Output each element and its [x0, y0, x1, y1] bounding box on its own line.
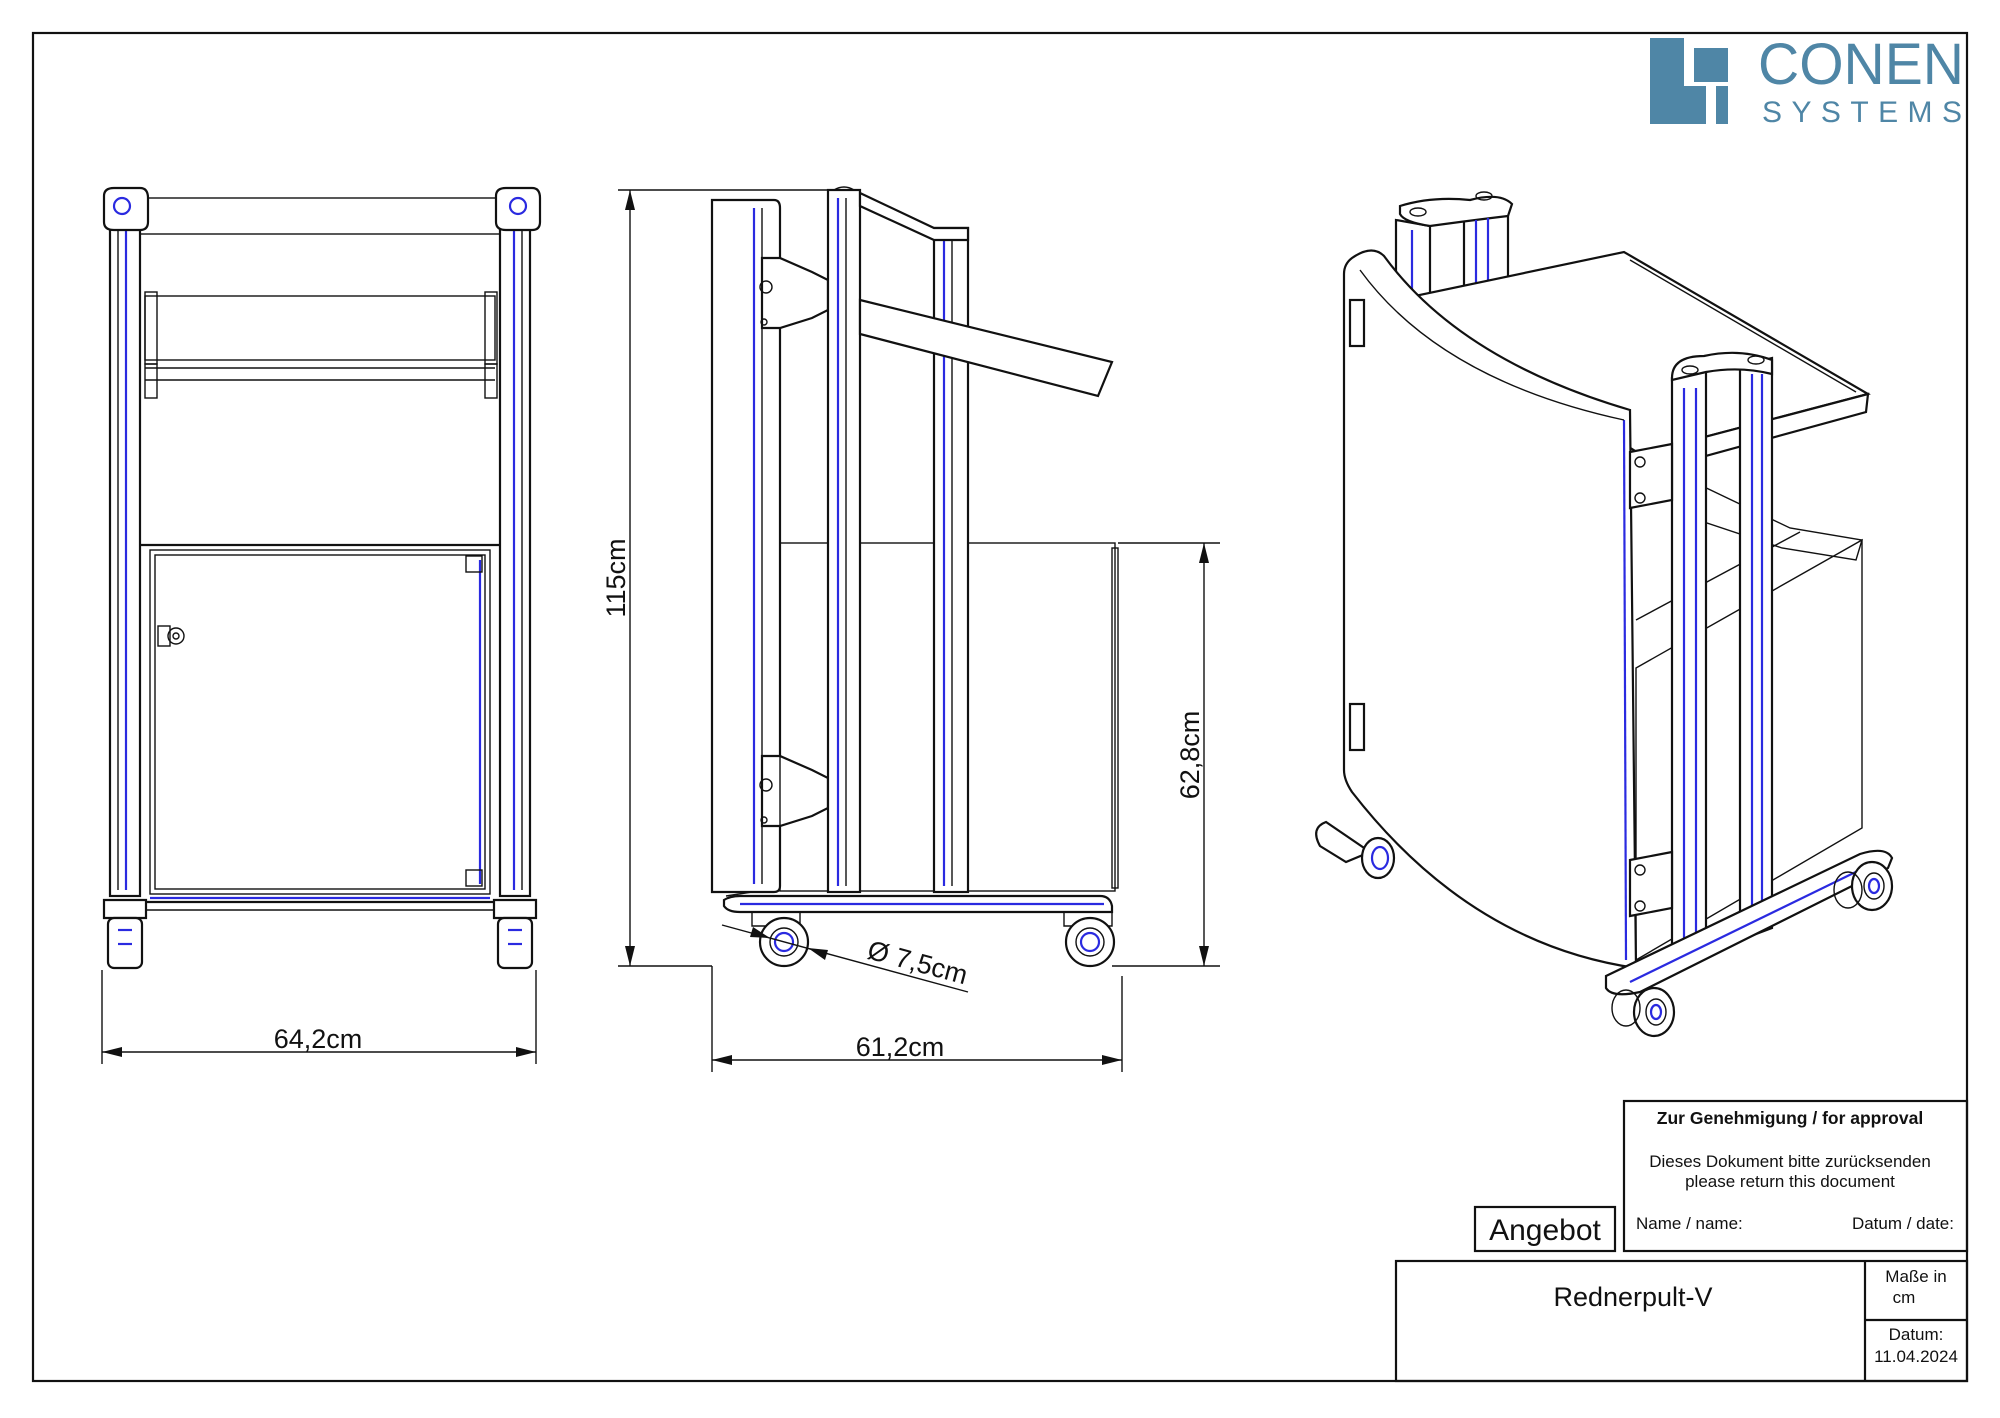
wheel-diameter-dimension: Ø 7,5cm	[721, 924, 971, 993]
date-label: Datum / date:	[1852, 1214, 1954, 1233]
cabinet-height-dimension: 62,8cm	[1112, 542, 1220, 967]
side-width-dimension: 61,2cm	[711, 966, 1123, 1072]
return-text-en: please return this document	[1685, 1172, 1895, 1191]
name-label: Name / name:	[1636, 1214, 1743, 1233]
total-height-label: 115cm	[601, 538, 631, 617]
date-value: 11.04.2024	[1874, 1347, 1958, 1366]
isometric-view	[1315, 191, 1894, 1038]
side-desk-top	[858, 298, 1114, 398]
product-name: Rednerpult-V	[1553, 1282, 1712, 1312]
front-right-connector	[494, 186, 542, 232]
date-title: Datum:	[1889, 1325, 1944, 1344]
side-rear-wheel	[1064, 916, 1116, 968]
front-left-connector	[102, 186, 150, 232]
iso-wheel-front-right	[1850, 860, 1894, 912]
sheet-border	[31, 31, 1969, 1383]
front-desk-bar	[144, 295, 496, 361]
front-top-rail	[117, 197, 511, 235]
front-width-label: 64,2cm	[274, 1024, 363, 1054]
cabinet-height-label: 62,8cm	[1175, 711, 1205, 800]
offer-label: Angebot	[1489, 1214, 1601, 1247]
offer-box	[1473, 1205, 1617, 1253]
front-door-lock	[167, 627, 185, 645]
side-front-post	[826, 188, 862, 894]
logo-subtitle: SYSTEMS	[1762, 96, 1962, 129]
iso-wheel-front-left	[1632, 986, 1676, 1038]
units-label-unit: cm	[1893, 1288, 1916, 1307]
approval-box	[1622, 1099, 1969, 1253]
iso-front-panel	[1342, 249, 1638, 970]
units-label: Maße in	[1885, 1267, 1946, 1286]
side-view	[710, 186, 1119, 968]
title-block: Zur Genehmigung / for approval Dieses Do…	[1394, 1099, 1969, 1383]
approval-title: Zur Genehmigung / for approval	[1657, 1108, 1923, 1128]
wheel-diameter-label: Ø 7,5cm	[864, 935, 970, 990]
front-view	[102, 186, 542, 970]
side-width-label: 61,2cm	[856, 1032, 945, 1062]
iso-wheel-rear-left	[1360, 836, 1396, 880]
front-width-dimension: 64,2cm	[101, 970, 537, 1064]
front-cabinet-door	[154, 554, 486, 890]
iso-front-right-post	[1670, 370, 1708, 964]
return-text-de: Dieses Dokument bitte zurücksenden	[1649, 1152, 1931, 1171]
total-height-dimension: 115cm	[601, 189, 828, 967]
company-logo: CONEN SYSTEMS	[1650, 32, 1964, 129]
logo-company-name: CONEN	[1758, 32, 1964, 97]
